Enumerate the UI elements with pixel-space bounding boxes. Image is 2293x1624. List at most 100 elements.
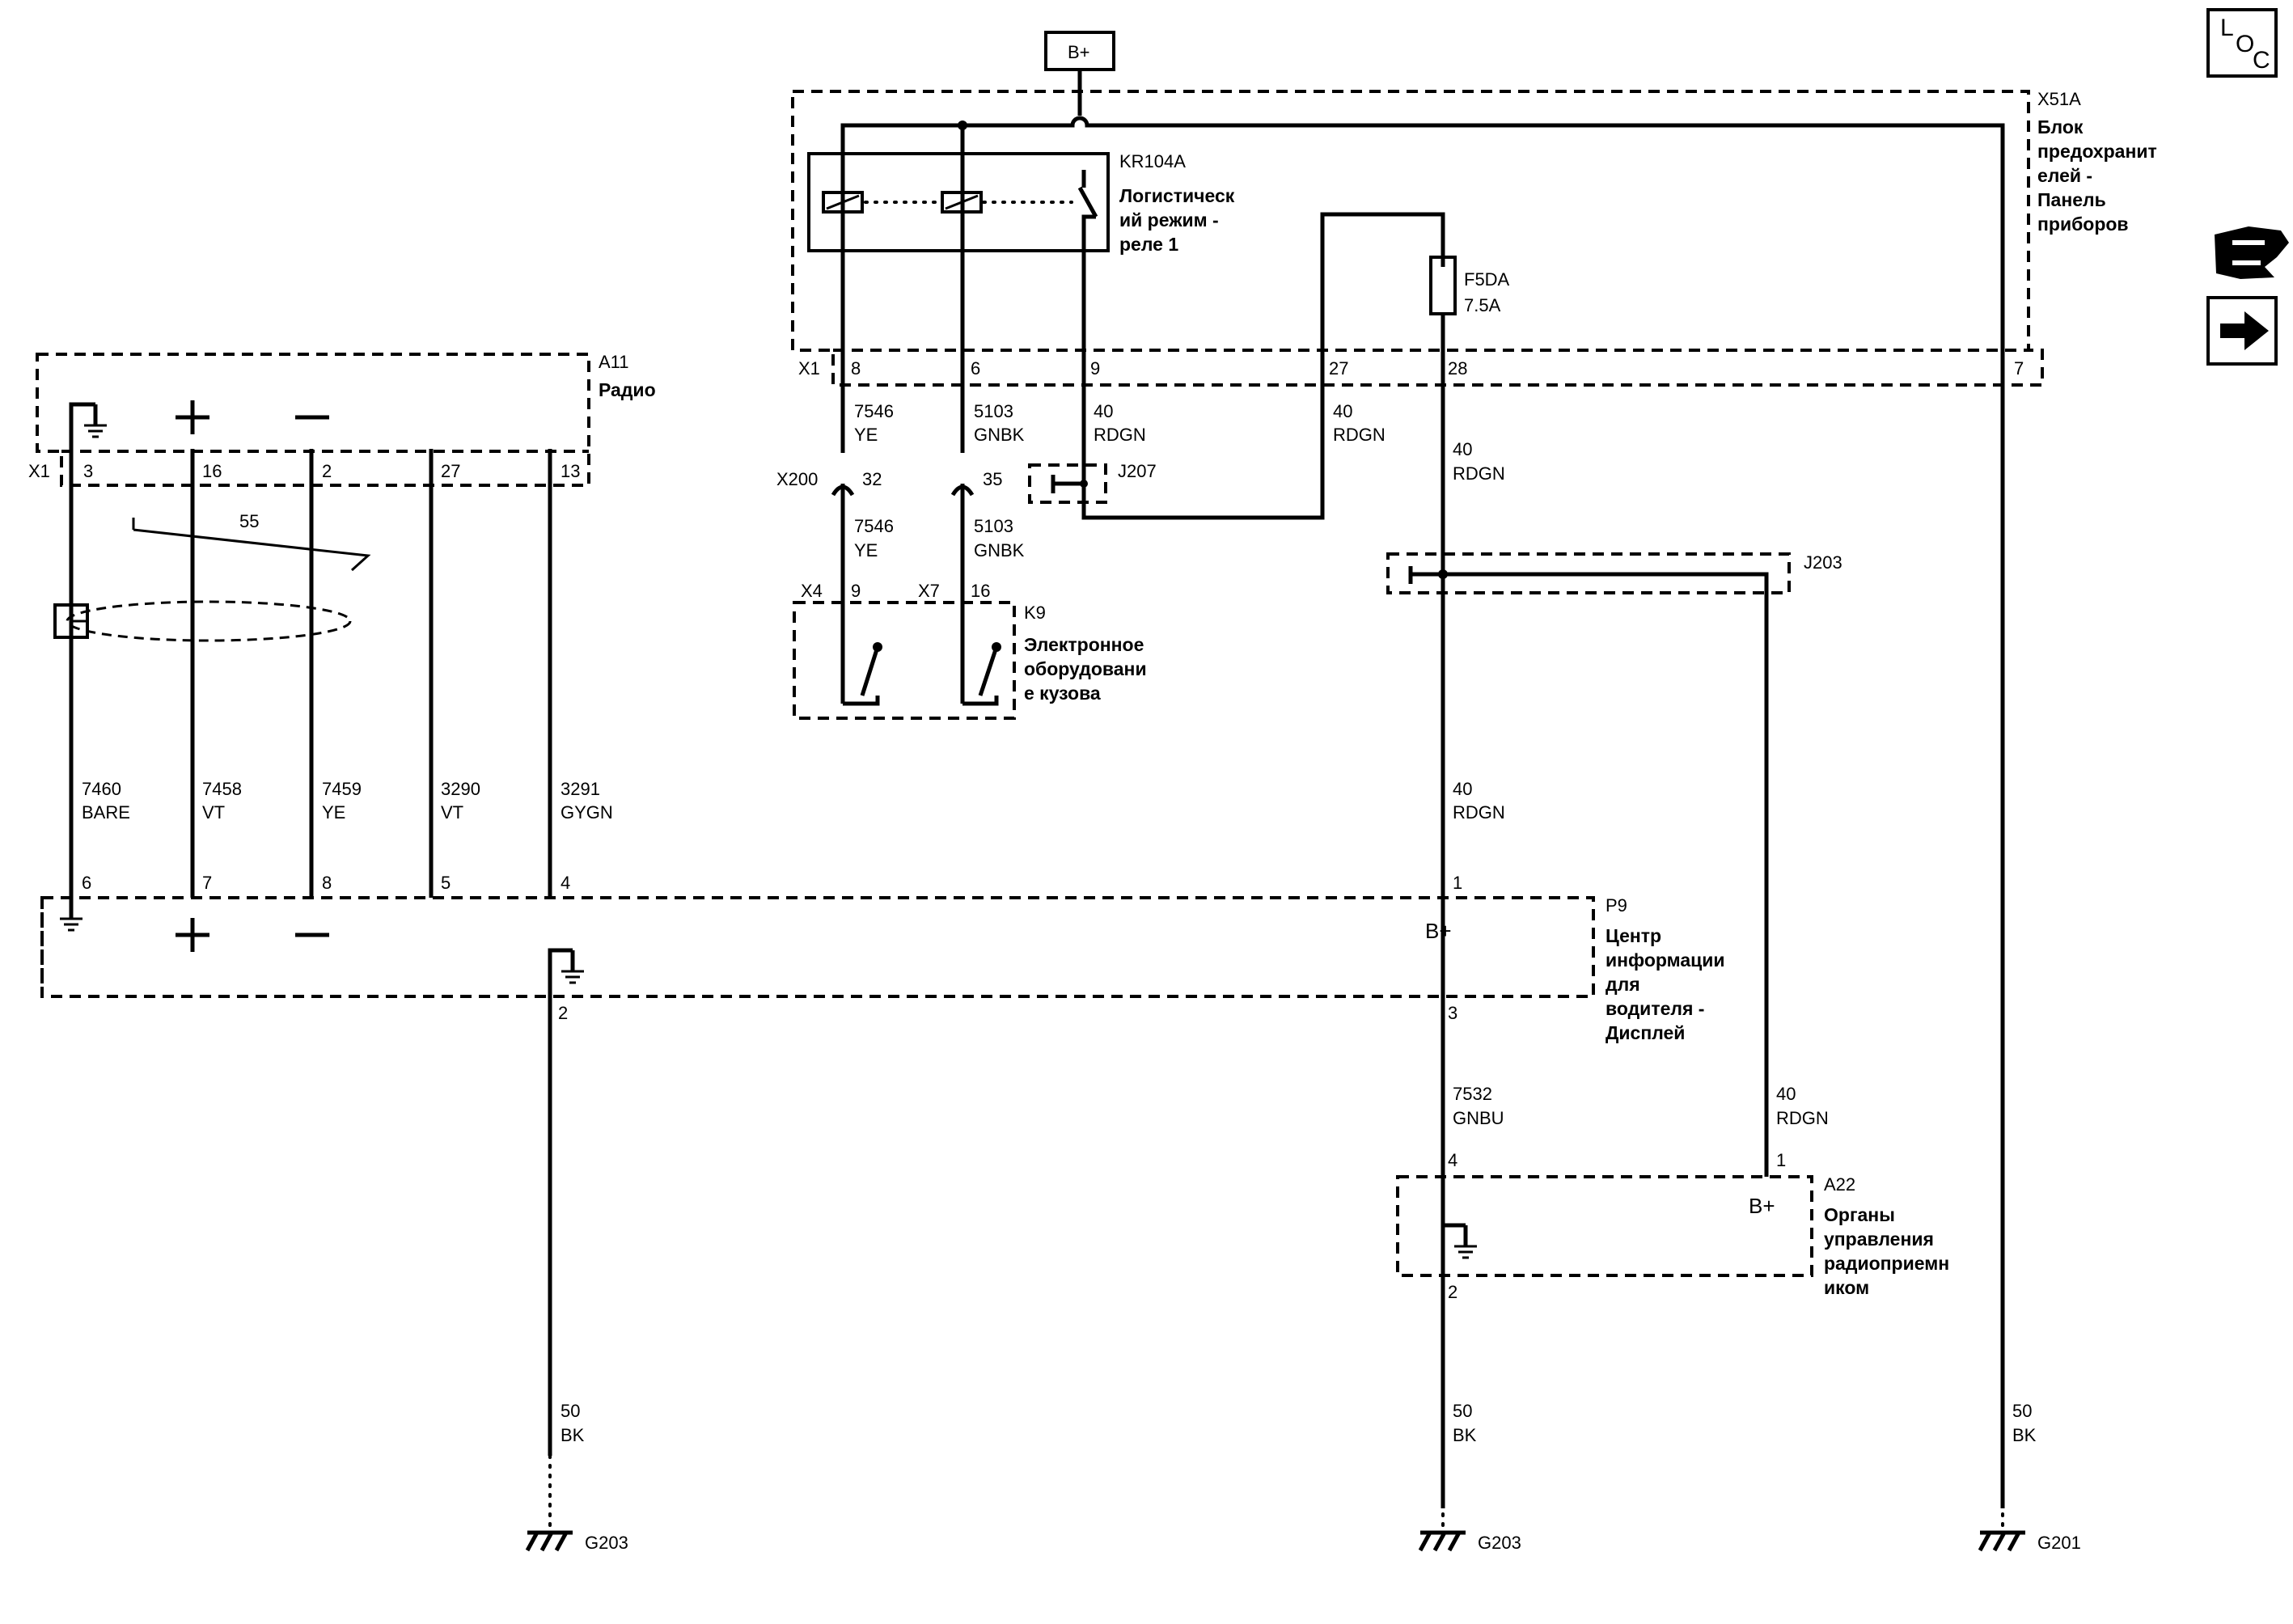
svg-text:YE: YE (322, 802, 345, 823)
svg-text:J203: J203 (1804, 552, 1842, 573)
svg-text:BARE: BARE (82, 802, 130, 823)
svg-text:6: 6 (971, 358, 980, 379)
svg-text:40: 40 (1094, 401, 1113, 421)
svg-text:RDGN: RDGN (1333, 425, 1386, 445)
module-a22-controls: 4 1 2 A22 Органы управления радиоприемн … (1396, 1150, 1949, 1302)
svg-text:F5DA: F5DA (1464, 269, 1510, 290)
svg-text:Панель: Панель (2037, 189, 2106, 210)
svg-text:7.5A: 7.5A (1464, 295, 1501, 315)
svg-text:е кузова: е кузова (1024, 683, 1101, 704)
svg-text:Органы: Органы (1824, 1204, 1895, 1225)
svg-text:2: 2 (558, 1003, 568, 1023)
svg-text:1: 1 (1453, 873, 1462, 893)
supply-box: B+ (1044, 31, 1115, 71)
svg-text:GNBK: GNBK (974, 425, 1025, 445)
svg-text:ий режим -: ий режим - (1119, 209, 1219, 230)
right-arrow-icon[interactable] (2206, 296, 2278, 366)
svg-text:GYGN: GYGN (561, 802, 613, 823)
svg-text:X4: X4 (801, 581, 823, 601)
connector-x200: X200 32 35 (776, 469, 1002, 501)
svg-text:9: 9 (851, 581, 861, 601)
svg-text:X7: X7 (918, 581, 940, 601)
svg-text:C: C (2253, 47, 2270, 74)
svg-text:радиоприемн: радиоприемн (1824, 1253, 1949, 1274)
svg-text:B+: B+ (1749, 1194, 1775, 1218)
svg-text:елей -: елей - (2037, 165, 2092, 186)
svg-text:RDGN: RDGN (1453, 802, 1505, 823)
svg-text:A22: A22 (1824, 1174, 1855, 1195)
svg-text:KR104A: KR104A (1119, 151, 1186, 171)
ground-g203-b: G203 (1420, 1533, 1521, 1553)
svg-text:Электронное: Электронное (1024, 634, 1144, 655)
svg-text:2: 2 (1448, 1282, 1457, 1302)
svg-text:B+: B+ (1425, 919, 1452, 943)
svg-text:50: 50 (1453, 1401, 1472, 1421)
svg-text:G203: G203 (585, 1533, 628, 1553)
svg-text:реле 1: реле 1 (1119, 234, 1178, 255)
svg-text:приборов: приборов (2037, 214, 2129, 235)
wire-labels-upper: 7546 YE 5103 GNBK 40 RDGN 40 RDGN 40 RDG… (854, 401, 1505, 560)
relay-kr104a: KR104A Логистическ ий режим - реле 1 (807, 151, 1235, 255)
svg-text:предохранит: предохранит (2037, 141, 2157, 162)
module-a11-radio: A11 Радио X1 3 16 2 27 13 (28, 352, 656, 487)
svg-text:3291: 3291 (561, 779, 600, 799)
svg-text:YE: YE (854, 540, 878, 560)
svg-text:Дисплей: Дисплей (1606, 1022, 1685, 1043)
svg-text:управления: управления (1824, 1229, 1934, 1250)
svg-text:40: 40 (1453, 779, 1472, 799)
svg-text:8: 8 (851, 358, 861, 379)
svg-text:50: 50 (2012, 1401, 2032, 1421)
svg-text:9: 9 (1090, 358, 1100, 379)
svg-text:YE: YE (854, 425, 878, 445)
svg-text:1: 1 (1776, 1150, 1786, 1170)
svg-text:16: 16 (971, 581, 990, 601)
svg-text:O: O (2236, 31, 2254, 57)
svg-text:3: 3 (83, 461, 93, 481)
twisted-shield: 55 (53, 511, 371, 642)
wire-labels-radio: 7460 BARE 7458 VT 7459 YE 3290 VT 3291 G… (82, 779, 1505, 823)
svg-text:13: 13 (561, 461, 580, 481)
splice-j207: J207 (1028, 461, 1157, 504)
svg-text:P9: P9 (1606, 895, 1627, 916)
svg-text:VT: VT (202, 802, 225, 823)
svg-text:GNBU: GNBU (1453, 1108, 1504, 1128)
svg-text:7532: 7532 (1453, 1084, 1492, 1104)
svg-text:G201: G201 (2037, 1533, 2081, 1553)
loc-icon: L O C (2206, 8, 2278, 78)
svg-text:50: 50 (561, 1401, 580, 1421)
svg-text:5103: 5103 (974, 516, 1013, 536)
svg-text:VT: VT (441, 802, 463, 823)
svg-text:28: 28 (1448, 358, 1467, 379)
svg-text:40: 40 (1776, 1084, 1796, 1104)
svg-text:BK: BK (561, 1425, 585, 1445)
svg-text:5103: 5103 (974, 401, 1013, 421)
svg-text:X51A: X51A (2037, 89, 2081, 109)
svg-text:GNBK: GNBK (974, 540, 1025, 560)
svg-text:27: 27 (441, 461, 460, 481)
svg-text:X1: X1 (798, 358, 820, 379)
svg-text:7458: 7458 (202, 779, 242, 799)
module-p9-display: 6 7 8 5 4 1 2 3 P9 Центр информации для … (40, 873, 1725, 1043)
svg-text:оборудовани: оборудовани (1024, 658, 1147, 679)
svg-text:BK: BK (2012, 1425, 2037, 1445)
svg-text:X200: X200 (776, 469, 818, 489)
svg-text:Блок: Блок (2037, 116, 2084, 137)
splice-j203: J203 (1386, 552, 1842, 1177)
svg-text:6: 6 (82, 873, 91, 893)
svg-text:7460: 7460 (82, 779, 121, 799)
svg-text:55: 55 (239, 511, 259, 531)
svg-text:для: для (1606, 974, 1640, 995)
module-k9: X4 X7 9 16 K9 Электронное оборудовани е … (793, 581, 1147, 720)
ground-g203-a: G203 (527, 1533, 628, 1553)
svg-text:RDGN: RDGN (1453, 463, 1505, 484)
svg-text:BK: BK (1453, 1425, 1477, 1445)
svg-text:Логистическ: Логистическ (1119, 185, 1235, 206)
svg-text:информации: информации (1606, 949, 1725, 971)
svg-text:7: 7 (202, 873, 212, 893)
svg-text:4: 4 (1448, 1150, 1457, 1170)
svg-text:водителя -: водителя - (1606, 998, 1704, 1019)
svg-text:32: 32 (862, 469, 882, 489)
svg-text:иком: иком (1824, 1277, 1869, 1298)
svg-text:3290: 3290 (441, 779, 480, 799)
svg-text:40: 40 (1333, 401, 1352, 421)
